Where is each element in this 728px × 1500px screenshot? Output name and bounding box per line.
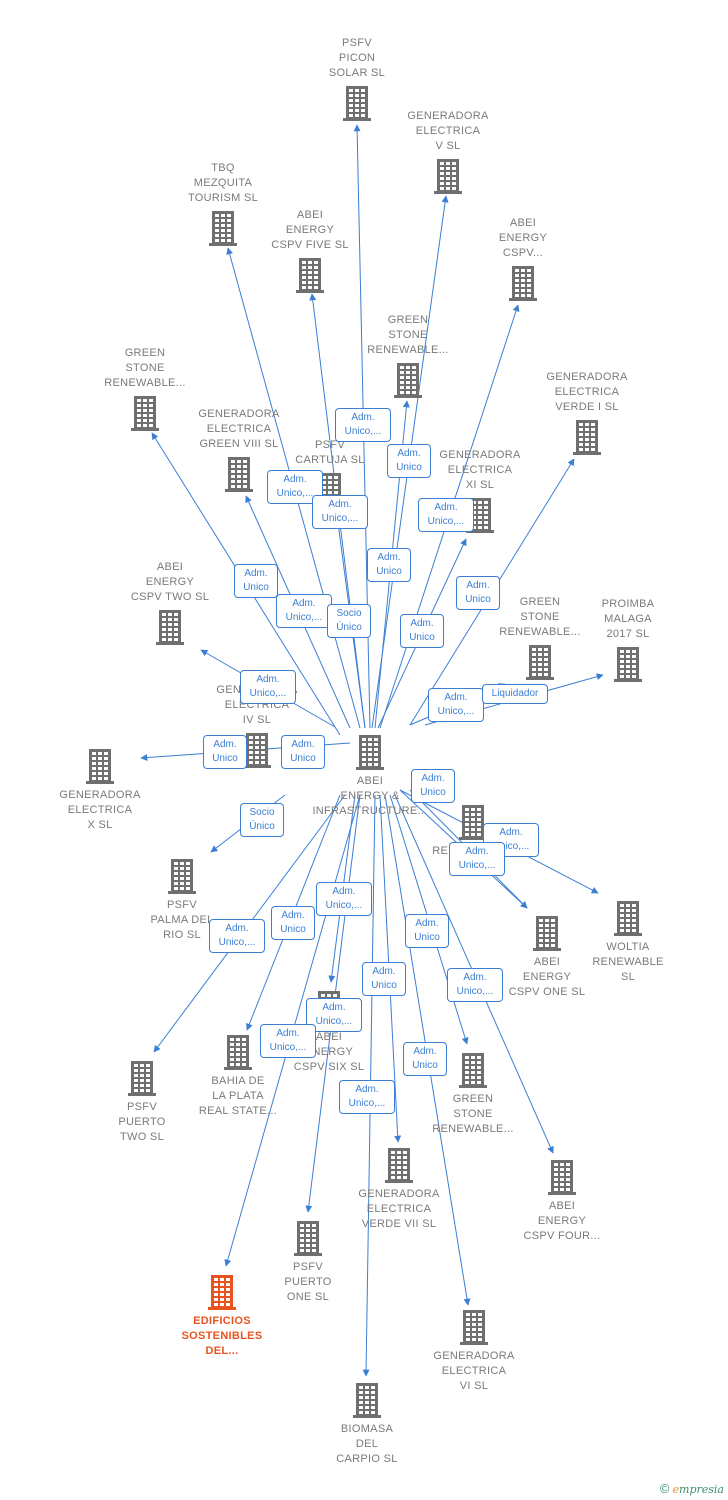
relation-badge[interactable]: Socio Único bbox=[327, 604, 371, 638]
building-icon bbox=[206, 1274, 238, 1310]
building-icon bbox=[392, 362, 424, 398]
relation-badge[interactable]: Adm. Unico bbox=[456, 576, 500, 610]
company-name[interactable]: PSFV CARTUJA SL bbox=[295, 439, 365, 466]
company-name[interactable]: GENERADORA ELECTRICA V SL bbox=[407, 110, 489, 152]
relation-badge[interactable]: Adm. Unico,... bbox=[449, 842, 505, 876]
company-name[interactable]: GREEN STONE RENEWABLE... bbox=[104, 347, 186, 389]
relation-badge[interactable]: Adm. Unico bbox=[403, 1042, 447, 1076]
building-icon bbox=[507, 265, 539, 301]
relation-badge[interactable]: Liquidador bbox=[482, 684, 548, 704]
company-name[interactable]: BIOMASA DEL CARPIO SL bbox=[336, 1423, 398, 1465]
relation-badge[interactable]: Adm. Unico,... bbox=[240, 670, 296, 704]
building-icon bbox=[351, 1382, 383, 1418]
building-icon bbox=[241, 732, 273, 768]
company-name[interactable]: PROIMBA MALAGA 2017 SL bbox=[601, 598, 655, 640]
relation-badge[interactable]: Adm. Unico,... bbox=[335, 408, 391, 442]
building-icon bbox=[354, 734, 386, 770]
company-name[interactable]: GENERADORA ELECTRICA VI SL bbox=[433, 1350, 515, 1392]
relation-badge[interactable]: Adm. Unico,... bbox=[316, 882, 372, 916]
relation-badge[interactable]: Adm. Unico bbox=[203, 735, 247, 769]
building-icon bbox=[223, 456, 255, 492]
building-icon bbox=[292, 1220, 324, 1256]
relation-badge[interactable]: Adm. Unico,... bbox=[260, 1024, 316, 1058]
copyright-symbol: © bbox=[659, 1481, 670, 1496]
building-icon bbox=[531, 915, 563, 951]
building-icon bbox=[294, 257, 326, 293]
company-name[interactable]: GENERADORA ELECTRICA VERDE I SL bbox=[546, 371, 628, 413]
relation-badge[interactable]: Adm. Unico bbox=[367, 548, 411, 582]
company-name[interactable]: PSFV PALMA DEL RIO SL bbox=[150, 899, 214, 941]
company-name[interactable]: WOLTIA RENEWABLE SL bbox=[592, 941, 664, 983]
company-name[interactable]: ABEI ENERGY CSPV ONE SL bbox=[508, 956, 586, 998]
company-name[interactable]: PSFV PUERTO ONE SL bbox=[284, 1261, 332, 1303]
relation-badge[interactable]: Adm. Unico,... bbox=[267, 470, 323, 504]
building-icon bbox=[166, 858, 198, 894]
relation-badge[interactable]: Adm. Unico bbox=[362, 962, 406, 996]
building-icon bbox=[612, 900, 644, 936]
building-icon bbox=[612, 646, 644, 682]
company-name[interactable]: PSFV PUERTO TWO SL bbox=[118, 1101, 166, 1143]
relation-badge[interactable]: Socio Único bbox=[240, 803, 284, 837]
relation-badge[interactable]: Adm. Unico,... bbox=[447, 968, 503, 1002]
company-name[interactable]: GENERADORA ELECTRICA VERDE VII SL bbox=[358, 1188, 440, 1230]
building-icon bbox=[207, 210, 239, 246]
relation-badge[interactable]: Adm. Unico bbox=[271, 906, 315, 940]
company-name[interactable]: GREEN STONE RENEWABLE... bbox=[432, 1093, 514, 1135]
building-icon bbox=[154, 609, 186, 645]
building-icon bbox=[571, 419, 603, 455]
building-icon bbox=[457, 804, 489, 840]
empresia-watermark: ©empresia bbox=[660, 1481, 724, 1496]
brand-name: mpresia bbox=[679, 1483, 724, 1496]
building-icon bbox=[126, 1060, 158, 1096]
company-name[interactable]: ABEI ENERGY CSPV TWO SL bbox=[130, 561, 210, 603]
company-name[interactable]: GENERADORA ELECTRICA XI SL bbox=[439, 449, 521, 491]
building-icon bbox=[464, 497, 496, 533]
building-icon bbox=[524, 644, 556, 680]
company-name[interactable]: GREEN STONE RENEWABLE... bbox=[367, 314, 449, 356]
company-name[interactable]: ABEI ENERGY CSPV FIVE SL bbox=[271, 209, 349, 251]
building-icon bbox=[129, 395, 161, 431]
company-name[interactable]: ABEI ENERGY CSPV... bbox=[498, 217, 548, 259]
company-name[interactable]: TBQ MEZQUITA TOURISM SL bbox=[187, 162, 259, 204]
relation-badge[interactable]: Adm. Unico,... bbox=[418, 498, 474, 532]
company-name[interactable]: ABEI ENERGY CSPV FOUR... bbox=[523, 1200, 601, 1242]
relation-badge[interactable]: Adm. Unico,... bbox=[276, 594, 332, 628]
building-icon bbox=[457, 1052, 489, 1088]
building-icon bbox=[458, 1309, 490, 1345]
building-icon bbox=[84, 748, 116, 784]
company-name[interactable]: GREEN STONE RENEWABLE... bbox=[499, 596, 581, 638]
building-icon bbox=[222, 1034, 254, 1070]
company-name[interactable]: EDIFICIOS SOSTENIBLES DEL... bbox=[181, 1315, 263, 1357]
brand-initial: e bbox=[672, 1483, 680, 1496]
company-name[interactable]: BAHIA DE LA PLATA REAL STATE... bbox=[198, 1075, 278, 1117]
company-name[interactable]: GENERADORA ELECTRICA GREEN VIII SL bbox=[198, 408, 280, 450]
relation-badge[interactable]: Adm. Unico bbox=[234, 564, 278, 598]
relation-badge[interactable]: Adm. Unico bbox=[387, 444, 431, 478]
relation-badge[interactable]: Adm. Unico bbox=[405, 914, 449, 948]
building-icon bbox=[383, 1147, 415, 1183]
company-name[interactable]: PSFV PICON SOLAR SL bbox=[328, 37, 386, 79]
relation-badge[interactable]: Adm. Unico,... bbox=[428, 688, 484, 722]
building-icon bbox=[341, 85, 373, 121]
company-name[interactable]: ABEI ENERGY & INFRASTRUCTURE... bbox=[312, 775, 428, 817]
company-name[interactable]: ABEI ENERGY CSPV SIX SL bbox=[293, 1031, 365, 1073]
building-icon bbox=[546, 1159, 578, 1195]
relation-badge[interactable]: Adm. Unico,... bbox=[209, 919, 265, 953]
relation-badge[interactable]: Adm. Unico,... bbox=[339, 1080, 395, 1114]
relation-badge[interactable]: Adm. Unico,... bbox=[312, 495, 368, 529]
relation-badge[interactable]: Adm. Unico bbox=[400, 614, 444, 648]
relation-badge[interactable]: Adm. Unico bbox=[281, 735, 325, 769]
company-name[interactable]: GENERADORA ELECTRICA X SL bbox=[59, 789, 141, 831]
building-icon bbox=[432, 158, 464, 194]
relation-badge[interactable]: Adm. Unico bbox=[411, 769, 455, 803]
